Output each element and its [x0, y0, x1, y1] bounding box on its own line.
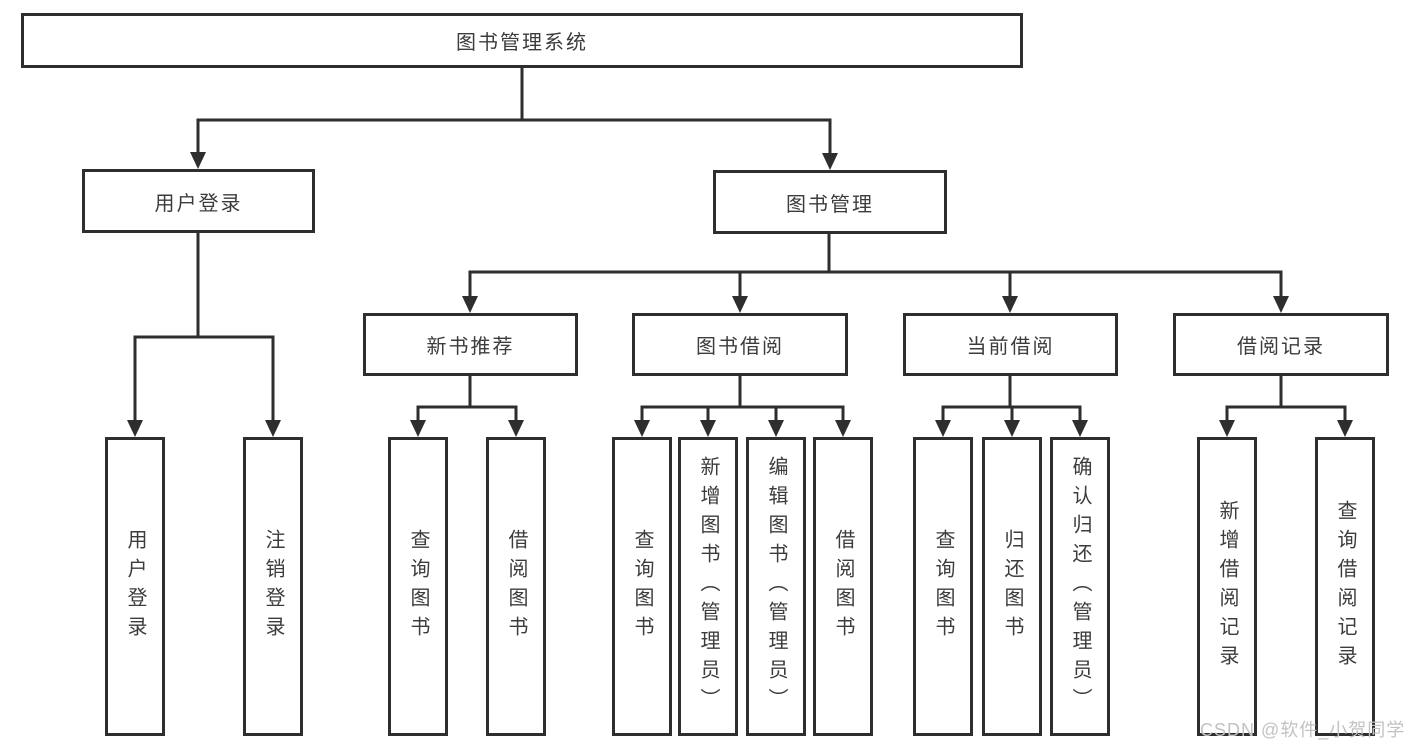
leaf-borrow-books: 借阅图书: [813, 437, 873, 736]
csdn-watermark: CSDN @软件_小贺同学: [1200, 720, 1405, 740]
arrowheads: [127, 152, 1353, 437]
leaf-query-borrow-record: 查询借阅记录: [1315, 437, 1375, 736]
leaf-logout: 注销登录: [243, 437, 303, 736]
leaf-confirm-return-admin: 确认归还（管理员）: [1050, 437, 1110, 736]
leaf-add-borrow-record: 新增借阅记录: [1197, 437, 1257, 736]
node-book-management: 图书管理: [713, 170, 947, 234]
node-root-library-system: 图书管理系统: [21, 13, 1023, 68]
leaf-query-books-recommend: 查询图书: [388, 437, 448, 736]
node-current-borrow: 当前借阅: [903, 313, 1118, 376]
leaf-add-book-admin: 新增图书（管理员）: [678, 437, 738, 736]
node-borrow-records: 借阅记录: [1173, 313, 1389, 376]
node-new-book-recommend: 新书推荐: [363, 313, 578, 376]
leaf-query-books-borrow: 查询图书: [612, 437, 672, 736]
leaf-borrow-books-recommend: 借阅图书: [486, 437, 546, 736]
connector-paths: [133, 68, 1347, 422]
node-user-login: 用户登录: [82, 169, 315, 233]
leaf-user-login: 用户登录: [105, 437, 165, 736]
leaf-return-book: 归还图书: [982, 437, 1042, 736]
leaf-query-books-current: 查询图书: [913, 437, 973, 736]
leaf-edit-book-admin: 编辑图书（管理员）: [746, 437, 806, 736]
node-book-borrow: 图书借阅: [632, 313, 848, 376]
